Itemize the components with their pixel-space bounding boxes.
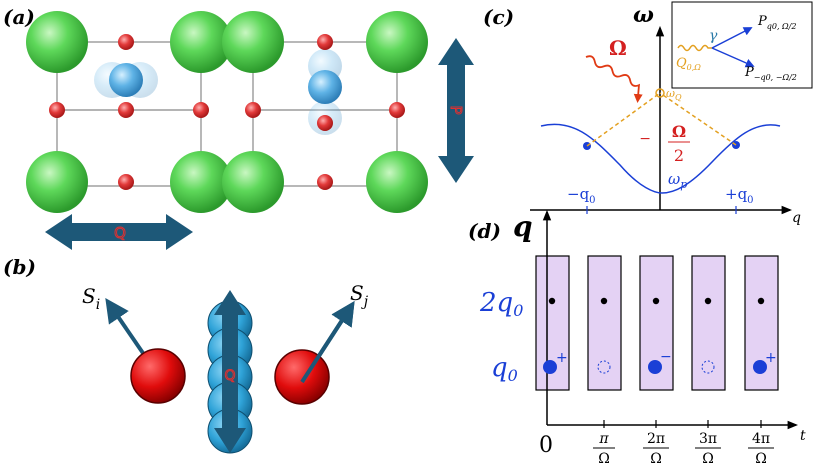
svg-text:Si: Si	[82, 284, 100, 313]
panel-a-label: (a)	[3, 5, 35, 29]
red-atom-left	[130, 348, 186, 404]
panel-b-label: (b)	[3, 255, 36, 279]
time-slices	[535, 255, 779, 391]
red-atom-right	[274, 349, 330, 405]
inset-q-label: Q0,Ω	[676, 56, 701, 72]
q0-empty-3	[701, 360, 715, 374]
two-q0-dots	[548, 297, 765, 305]
c-x-axis-label: q	[792, 210, 801, 226]
omega-p-label: ωp	[668, 170, 687, 191]
svg-text:Sj: Sj	[350, 281, 369, 310]
q0-empty-1	[597, 360, 611, 374]
svg-text:Ω: Ω	[702, 451, 714, 467]
decay-inset: γ Q0,Ω Pq0, Ω/2 P−q0, −Ω/2	[671, 1, 813, 89]
svg-text:Ω: Ω	[598, 451, 610, 467]
photon-wave	[585, 55, 643, 104]
q0-filled-2	[648, 360, 662, 374]
d-xtick-2: 2π Ω	[643, 431, 669, 467]
spin-label-right: Sj	[350, 281, 369, 310]
q-mode-arrow: Q	[45, 214, 193, 250]
sign-plus-0: +	[556, 350, 568, 366]
plus-q0-label: +q0	[725, 185, 754, 206]
svg-text:π: π	[598, 431, 609, 447]
svg-text:4π: 4π	[752, 431, 770, 447]
vertical-mode-arrow-b: Q	[214, 290, 246, 453]
panel-a: (a)	[3, 5, 474, 250]
inset-gamma: γ	[709, 28, 718, 44]
p-mode-arrow: P	[438, 38, 474, 183]
d-xticks	[603, 420, 762, 428]
panel-d: (d) q t 2q0 q0	[468, 209, 806, 467]
panel-c: (c) ω q ωQ Ω − Ω 2 ωp −q0 +q0	[483, 1, 813, 226]
displaced-blue-atom-left	[94, 62, 158, 98]
red-atoms	[49, 34, 405, 190]
inset-p-top: Pq0, Ω/2	[757, 14, 796, 31]
sign-minus-2: −	[660, 349, 672, 365]
spin-arrow-right-front	[300, 300, 355, 384]
inset-arrow-down	[711, 47, 755, 68]
green-atoms	[26, 11, 428, 213]
svg-text:−: −	[639, 131, 651, 147]
d-xtick-4: 4π Ω	[748, 431, 774, 467]
q0-filled-0	[543, 360, 557, 374]
p-mode-label: P	[447, 105, 465, 114]
svg-text:Ω: Ω	[650, 451, 662, 467]
time-slice-3	[691, 255, 726, 391]
spin-label-left: Si	[82, 284, 100, 313]
d-y-axis-label: q	[513, 210, 533, 243]
d-xtick-1: π Ω	[593, 431, 615, 467]
minus-q0-label: −q0	[567, 185, 596, 206]
panel-c-label: (c)	[483, 5, 514, 29]
inset-p-bottom: P−q0, −Ω/2	[744, 65, 797, 82]
d-xtick-0: 0	[539, 433, 553, 458]
q0-markers: + − +	[543, 349, 777, 374]
q0-filled-4	[753, 360, 767, 374]
d-ytick-label-2q0: 2q0	[479, 288, 523, 320]
svg-text:Ω: Ω	[672, 122, 686, 141]
sign-plus-4: +	[765, 350, 777, 366]
omega-q-label: ωQ	[666, 87, 682, 102]
q-mode-label: Q	[114, 224, 126, 242]
decay-line-left	[586, 92, 661, 147]
photon-label: Ω	[609, 36, 627, 60]
inset-phonon-wave	[677, 44, 712, 52]
svg-text:2π: 2π	[647, 431, 665, 447]
time-slice-1	[587, 255, 622, 391]
dispersion-curve	[540, 123, 781, 194]
d-xtick-3: 3π Ω	[695, 431, 721, 467]
panel-d-label: (d)	[468, 219, 501, 243]
svg-text:3π: 3π	[699, 431, 717, 447]
inset-arrow-up	[711, 27, 753, 49]
d-ytick-label-q0: q0	[491, 353, 518, 385]
c-y-axis-label: ω	[633, 2, 654, 28]
phonon-point	[655, 88, 665, 98]
d-x-axis-label: t	[800, 428, 806, 444]
svg-text:Ω: Ω	[755, 451, 767, 467]
decay-line-right	[659, 92, 737, 146]
svg-text:2: 2	[674, 146, 684, 165]
q-mode-label-b: Q	[224, 368, 235, 384]
half-omega-label: − Ω 2	[639, 122, 690, 165]
panel-b: (b) Si Sj Q	[3, 255, 369, 454]
